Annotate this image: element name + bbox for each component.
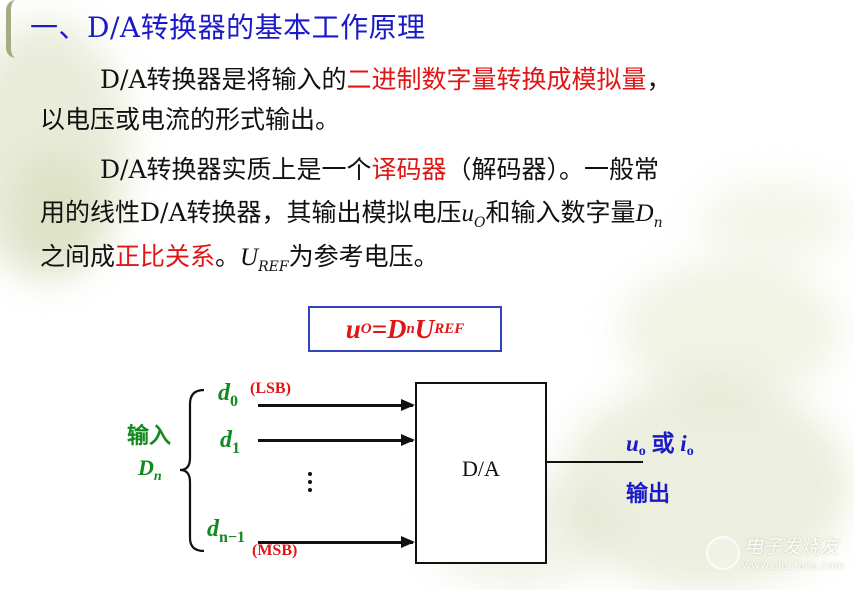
subscript: O [360,320,372,337]
bit-arrow-d1 [258,434,415,446]
var-i: i [680,431,687,456]
da-converter-block: D/A [415,382,547,564]
subscript: 1 [232,440,240,457]
formula-uref: U [414,313,435,344]
watermark: 电子发烧友 www.elecfans.com [706,532,846,582]
curly-brace-icon [179,388,205,553]
bit-arrow-d0 [258,399,415,411]
text: 用的线性D/A转换器，其输出模拟电压 [40,198,462,227]
background-foliage [700,180,850,260]
input-dn-label: Dn [138,455,162,485]
text: D/A转换器实质上是一个 [100,155,372,184]
bit-arrow-dn-1 [258,536,415,548]
subscript: n [653,215,663,231]
subscript: REF [258,259,289,275]
text: ， [646,65,672,94]
bit-label-d0: d0 [218,380,238,411]
lsb-tag: (LSB) [250,380,291,397]
paragraph1-line1: D/A转换器是将输入的二进制数字量转换成模拟量， [100,60,672,96]
subscript: n [153,469,162,484]
paragraph2-line3: 之间成正比关系。UREF为参考电压。 [40,237,439,275]
watermark-text: 电子发烧友 [744,536,840,558]
subscript: REF [434,320,465,337]
elecfans-logo-icon [706,536,740,570]
paragraph2-line1: D/A转换器实质上是一个译码器（解码器）。一般常 [100,150,659,186]
input-label: 输入 [127,424,172,449]
bit-label-dn-1: dn−1 [207,516,245,547]
scroll-decoration-icon [6,0,21,58]
text: 。 [215,242,241,271]
subscript: n [406,320,415,337]
subscript: o [686,444,694,459]
text: D/A转换器是将输入的 [100,65,347,94]
highlight-text: 译码器 [371,155,447,184]
background-foliage [620,260,840,400]
text: 为参考电压。 [288,242,439,271]
highlight-text: 二进制数字量转换成模拟量 [346,65,647,94]
bit-name: d [207,516,219,542]
da-block-label: D/A [462,456,500,481]
text: （解码器）。一般常 [446,155,660,184]
formula-dn: D [386,313,407,344]
subscript: n−1 [219,529,246,546]
text: 或 [645,431,681,456]
subscript: o [638,444,646,459]
text: 之间成 [40,242,116,271]
paragraph2-line2: 用的线性D/A转换器，其输出模拟电压uO和输入数字量Dn [40,193,663,231]
ellipsis-vertical-icon [308,472,314,492]
bit-label-d1: d1 [220,427,240,458]
var-u: u [461,200,475,227]
text: 和输入数字量 [485,198,636,227]
output-line [545,461,643,463]
bit-name: d [218,380,230,406]
var-u: u [626,431,639,456]
subscript: 0 [230,393,238,410]
formula-lhs: u [345,313,361,344]
msb-tag: (MSB) [252,542,298,559]
watermark-url: www.elecfans.com [742,559,845,572]
output-symbol: uo 或 io [626,424,694,460]
var-uref: U [240,244,259,271]
paragraph1-line2: 以电压或电流的形式输出。 [40,105,341,134]
bit-name: d [220,427,232,453]
slide-title: 一、D/A转换器的基本工作原理 [30,11,426,44]
subscript: O [474,215,486,231]
var-d: D [138,455,154,480]
highlight-text: 正比关系 [115,242,216,271]
var-d: D [635,200,654,227]
output-label: 输出 [626,482,671,507]
formula-equals: = [371,313,387,344]
